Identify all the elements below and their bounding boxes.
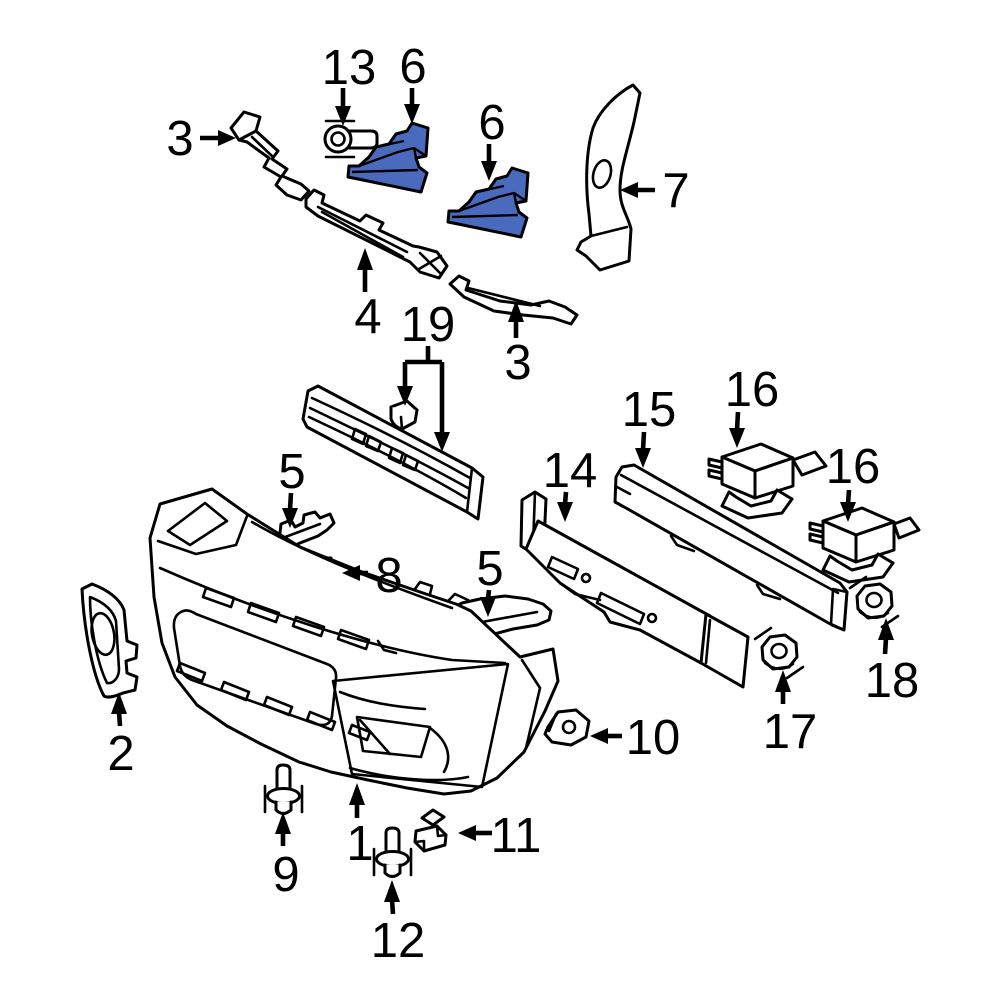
callout-label: 17 — [763, 705, 818, 759]
callout-label: 3 — [504, 336, 531, 390]
callout-17: 17 — [763, 670, 818, 759]
callout-label: 12 — [371, 914, 426, 968]
callout-label: 19 — [401, 298, 456, 352]
part-bumper-extension — [80, 582, 139, 699]
part-clip-11 — [413, 808, 448, 853]
callout-label: 7 — [662, 164, 689, 218]
callout-19: 19 — [397, 298, 455, 452]
callout-3-upper: 3 — [166, 112, 236, 166]
part-nut-18 — [848, 575, 900, 629]
callout-5-left: 5 — [278, 445, 306, 528]
callout-label: 13 — [322, 41, 377, 95]
callout-16-upper: 16 — [725, 363, 780, 448]
callout-label: 16 — [725, 363, 780, 417]
callout-label: 4 — [354, 290, 381, 344]
callout-label: 15 — [622, 383, 677, 437]
callout-label: 2 — [107, 727, 134, 781]
part-bracket-10 — [543, 708, 591, 747]
part-clip-19 — [389, 399, 419, 431]
part-clip-9 — [263, 763, 304, 815]
callout-6-left: 6 — [399, 40, 427, 124]
callout-8: 8 — [342, 549, 403, 603]
callout-18: 18 — [865, 618, 920, 708]
callouts: 3 13 6 6 7 4 3 — [107, 40, 919, 968]
part-rail-upper-left — [229, 110, 311, 202]
part-bracket-6-left — [346, 121, 430, 194]
callout-label: 5 — [476, 542, 503, 596]
callout-label: 8 — [375, 549, 402, 603]
callout-5-right: 5 — [476, 542, 504, 617]
part-crossmember — [304, 188, 449, 280]
part-clip-12 — [372, 826, 413, 878]
part-rail-lower — [448, 274, 579, 326]
callout-label: 10 — [626, 711, 681, 765]
callout-7: 7 — [620, 164, 690, 218]
part-bracket-6-right — [446, 166, 530, 239]
part-bolt-13 — [323, 119, 379, 159]
callout-label: 9 — [272, 848, 299, 902]
callout-4: 4 — [354, 248, 382, 344]
callout-label: 6 — [478, 96, 505, 150]
callout-13: 13 — [322, 41, 377, 126]
callout-label: 18 — [865, 654, 920, 708]
callout-1: 1 — [346, 783, 374, 871]
part-bracket-16-lower — [808, 506, 921, 584]
callout-label: 14 — [543, 444, 598, 498]
callout-15: 15 — [622, 383, 677, 468]
part-support-panel — [301, 384, 485, 521]
callout-label: 5 — [278, 445, 305, 499]
callout-12: 12 — [371, 880, 426, 968]
callout-10: 10 — [590, 711, 680, 765]
callout-label: 3 — [166, 112, 193, 166]
part-bracket-16-upper — [707, 442, 828, 520]
callout-label: 1 — [346, 817, 373, 871]
part-nut-17 — [753, 626, 805, 680]
callout-16-lower: 16 — [826, 440, 881, 522]
callout-6-right: 6 — [478, 96, 506, 181]
callout-2: 2 — [107, 692, 135, 781]
callout-14: 14 — [543, 444, 598, 522]
callout-label: 16 — [826, 440, 881, 494]
part-energy-absorber — [519, 490, 750, 689]
part-bumper-cover — [148, 487, 560, 796]
callout-label: 6 — [399, 40, 426, 94]
callout-11: 11 — [458, 809, 541, 863]
part-apron-panel — [575, 83, 642, 272]
callout-3-lower: 3 — [504, 300, 532, 390]
callout-9: 9 — [272, 812, 300, 902]
part-impact-bar — [613, 463, 849, 632]
callout-label: 11 — [491, 809, 542, 863]
